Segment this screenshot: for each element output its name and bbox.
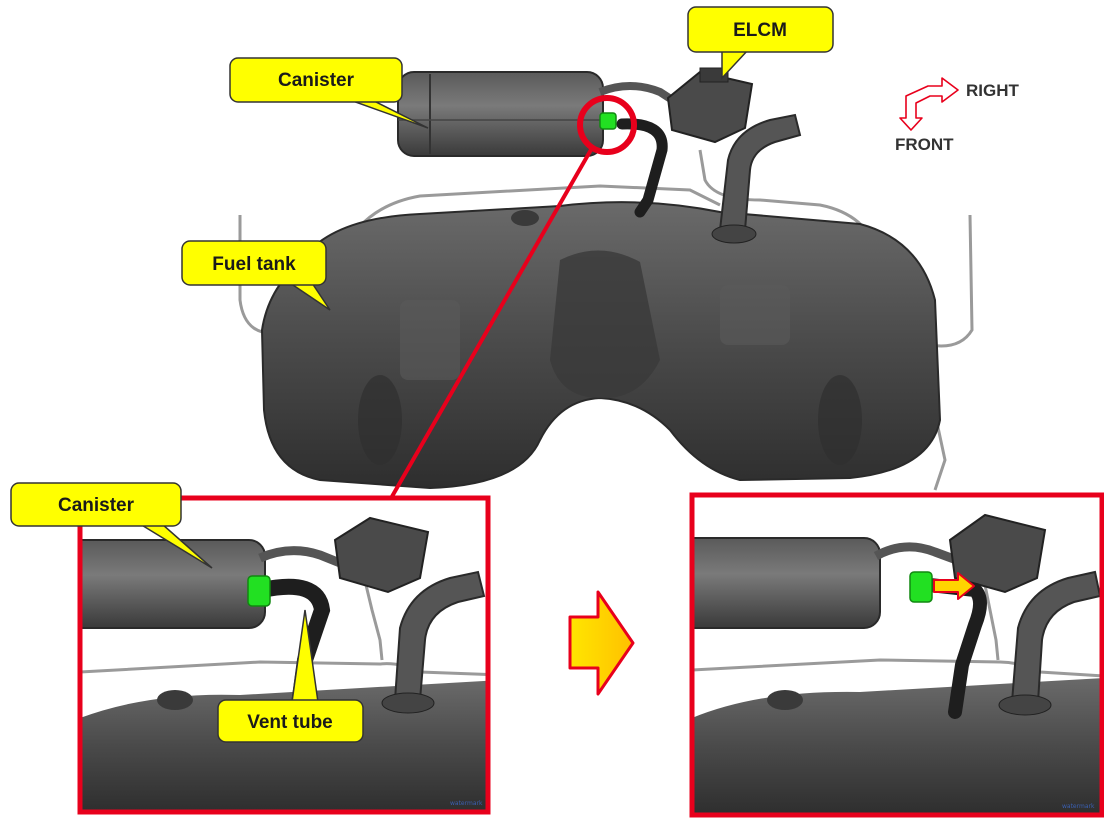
- label-elcm: ELCM: [733, 20, 787, 41]
- label-fuel-tank: Fuel tank: [212, 254, 296, 275]
- direction-indicator: RIGHT FRONT: [895, 78, 1020, 154]
- tank-bump-left: [358, 375, 402, 465]
- inset-after-canister: [672, 538, 880, 628]
- canister-body: [398, 72, 603, 156]
- inset-before-cap: [157, 690, 193, 710]
- main-assembly: [240, 68, 972, 500]
- tank-cap-left: [511, 210, 539, 226]
- label-vent-tube: Vent tube: [247, 712, 333, 733]
- inset-after-watermark: watermark: [1062, 803, 1095, 810]
- right-arrow-icon: [570, 592, 633, 694]
- direction-front-label: FRONT: [895, 135, 954, 154]
- tank-bump-right: [818, 375, 862, 465]
- inset-before-canister: [60, 540, 265, 628]
- inset-before-watermark: watermark: [450, 800, 483, 807]
- callout-pointer: [722, 50, 748, 78]
- label-canister-inset: Canister: [58, 495, 135, 516]
- vent-connector-green: [600, 113, 616, 129]
- inset-before-green-connector: [248, 576, 270, 606]
- inset-after: watermark: [672, 495, 1104, 815]
- inset-after-green-connector: [910, 572, 932, 602]
- tank-pump-plate-left: [400, 300, 460, 380]
- inset-after-filler-base: [999, 695, 1051, 715]
- callout-canister-top: Canister: [230, 58, 428, 128]
- filler-neck-base: [712, 225, 756, 243]
- right-front-arrow-icon: [900, 78, 958, 130]
- inset-before: watermark: [60, 498, 500, 812]
- tank-pump-plate-right: [720, 285, 790, 345]
- inset-after-cap: [767, 690, 803, 710]
- direction-right-label: RIGHT: [966, 81, 1020, 100]
- inset-before-filler-base: [382, 693, 434, 713]
- label-canister-top: Canister: [278, 70, 355, 91]
- callout-elcm: ELCM: [688, 7, 833, 78]
